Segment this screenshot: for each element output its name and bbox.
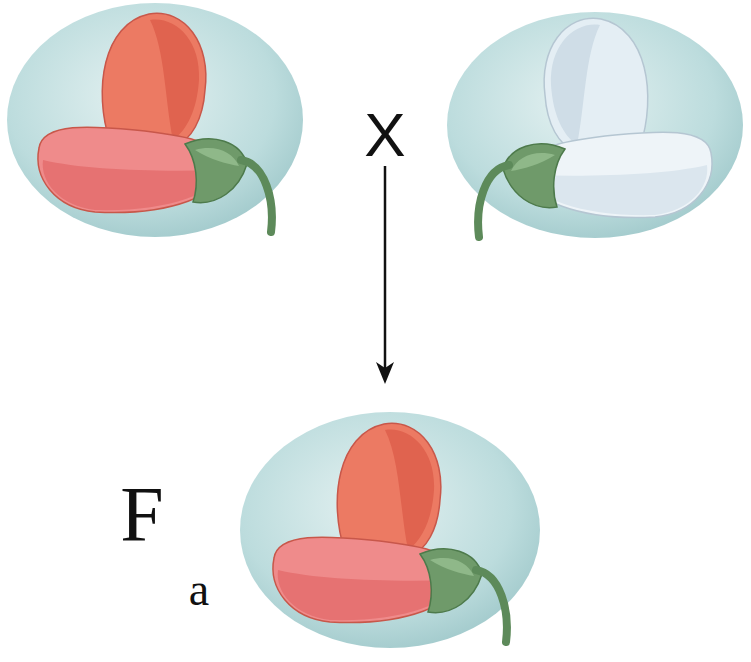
cross-symbol: X: [364, 104, 405, 166]
arrow-head: [376, 362, 394, 384]
cross-arrow: [384, 166, 387, 372]
white-flower: [478, 18, 712, 237]
flower-circle: [7, 3, 303, 237]
generation-subscript: a: [189, 567, 209, 613]
red-flower: [273, 423, 507, 642]
red-flower: [38, 13, 272, 232]
flower-circle: [240, 412, 540, 648]
flower-circle: [447, 12, 743, 238]
generation-label: F: [120, 475, 163, 553]
